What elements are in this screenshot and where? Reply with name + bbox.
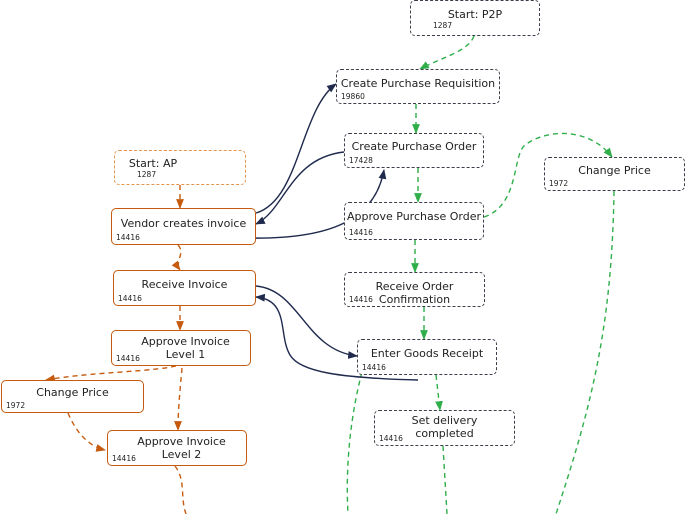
node-count: 19860 xyxy=(341,92,365,101)
node-approve-invoice-level-2[interactable]: Approve Invoice Level 2 14416 xyxy=(107,430,247,466)
node-label: Approve Invoice Level 1 xyxy=(141,335,230,361)
node-count: 1287 xyxy=(137,170,157,179)
node-label: Start: AP xyxy=(128,157,178,170)
edge-start-p2p-to-create-pr xyxy=(419,35,475,70)
node-label: Set delivery completed xyxy=(411,414,478,440)
node-label: Approve Invoice Level 2 xyxy=(137,435,226,461)
node-count: 14416 xyxy=(349,228,373,237)
edge-goods-receipt-to-receive-invoice xyxy=(255,293,419,381)
node-receive-order-confirmation[interactable]: Receive Order Confirmation 14416 xyxy=(344,272,485,307)
node-count: 1972 xyxy=(6,401,26,410)
edge-vendor-invoice-to-create-pr xyxy=(255,83,337,214)
node-vendor-creates-invoice[interactable]: Vendor creates invoice 14416 xyxy=(111,208,256,245)
edge-vendor-invoice-to-receive-invoice xyxy=(171,244,182,271)
node-label: Create Purchase Order xyxy=(351,140,477,153)
node-count: 14416 xyxy=(362,363,386,372)
edge-approve-po-to-change-price xyxy=(483,132,613,218)
node-enter-goods-receipt[interactable]: Enter Goods Receipt 14416 xyxy=(357,339,497,375)
edge-approve-l1-to-approve-l2 xyxy=(174,367,183,431)
node-count: 14416 xyxy=(116,354,140,363)
node-approve-invoice-level-1[interactable]: Approve Invoice Level 1 14416 xyxy=(111,330,251,366)
node-label: Receive Order Confirmation xyxy=(375,280,454,306)
node-count: 14416 xyxy=(118,294,142,303)
edge-set-delivery-out xyxy=(442,445,448,514)
node-start-p2p[interactable]: Start: P2P 1287 xyxy=(410,0,540,36)
edge-goods-receipt-down xyxy=(346,371,363,514)
edge-approve-l2-out xyxy=(174,465,187,514)
node-label: Start: P2P xyxy=(447,8,503,21)
edge-goods-receipt-to-set-delivery xyxy=(435,374,443,411)
node-count: 14416 xyxy=(379,434,403,443)
node-receive-invoice[interactable]: Receive Invoice 14416 xyxy=(113,270,256,306)
node-change-price-p2p[interactable]: Change Price 1972 xyxy=(544,157,685,191)
node-label: Approve Purchase Order xyxy=(347,210,481,223)
edge-create-po-to-vendor-invoice xyxy=(255,151,345,225)
edge-vendor-invoice-to-create-po xyxy=(245,169,387,239)
node-label: Change Price xyxy=(578,164,651,177)
node-count: 14416 xyxy=(349,295,373,304)
node-count: 1287 xyxy=(433,21,453,30)
edge-change-price-out xyxy=(555,190,615,514)
node-count: 14416 xyxy=(116,233,140,242)
node-create-purchase-requisition[interactable]: Create Purchase Requisition 19860 xyxy=(336,69,500,104)
node-label: Receive Invoice xyxy=(141,278,228,291)
edge-receive-invoice-to-goods-receipt xyxy=(255,285,358,359)
node-set-delivery-completed[interactable]: Set delivery completed 14416 xyxy=(374,410,515,446)
node-start-ap[interactable]: Start: AP 1287 xyxy=(114,150,246,185)
node-count: 17428 xyxy=(349,156,373,165)
node-label: Enter Goods Receipt xyxy=(370,347,484,360)
node-create-purchase-order[interactable]: Create Purchase Order 17428 xyxy=(344,133,484,168)
node-change-price-ap[interactable]: Change Price 1972 xyxy=(1,380,144,413)
node-count: 1972 xyxy=(549,179,569,188)
node-label: Change Price xyxy=(36,386,109,399)
node-label: Vendor creates invoice xyxy=(120,217,247,230)
node-approve-purchase-order[interactable]: Approve Purchase Order 14416 xyxy=(344,202,484,240)
node-count: 14416 xyxy=(112,454,136,463)
node-label: Create Purchase Requisition xyxy=(340,77,496,90)
edge-approve-l1-to-change-price xyxy=(45,365,177,383)
edge-change-price-to-approve-l2 xyxy=(67,412,106,452)
